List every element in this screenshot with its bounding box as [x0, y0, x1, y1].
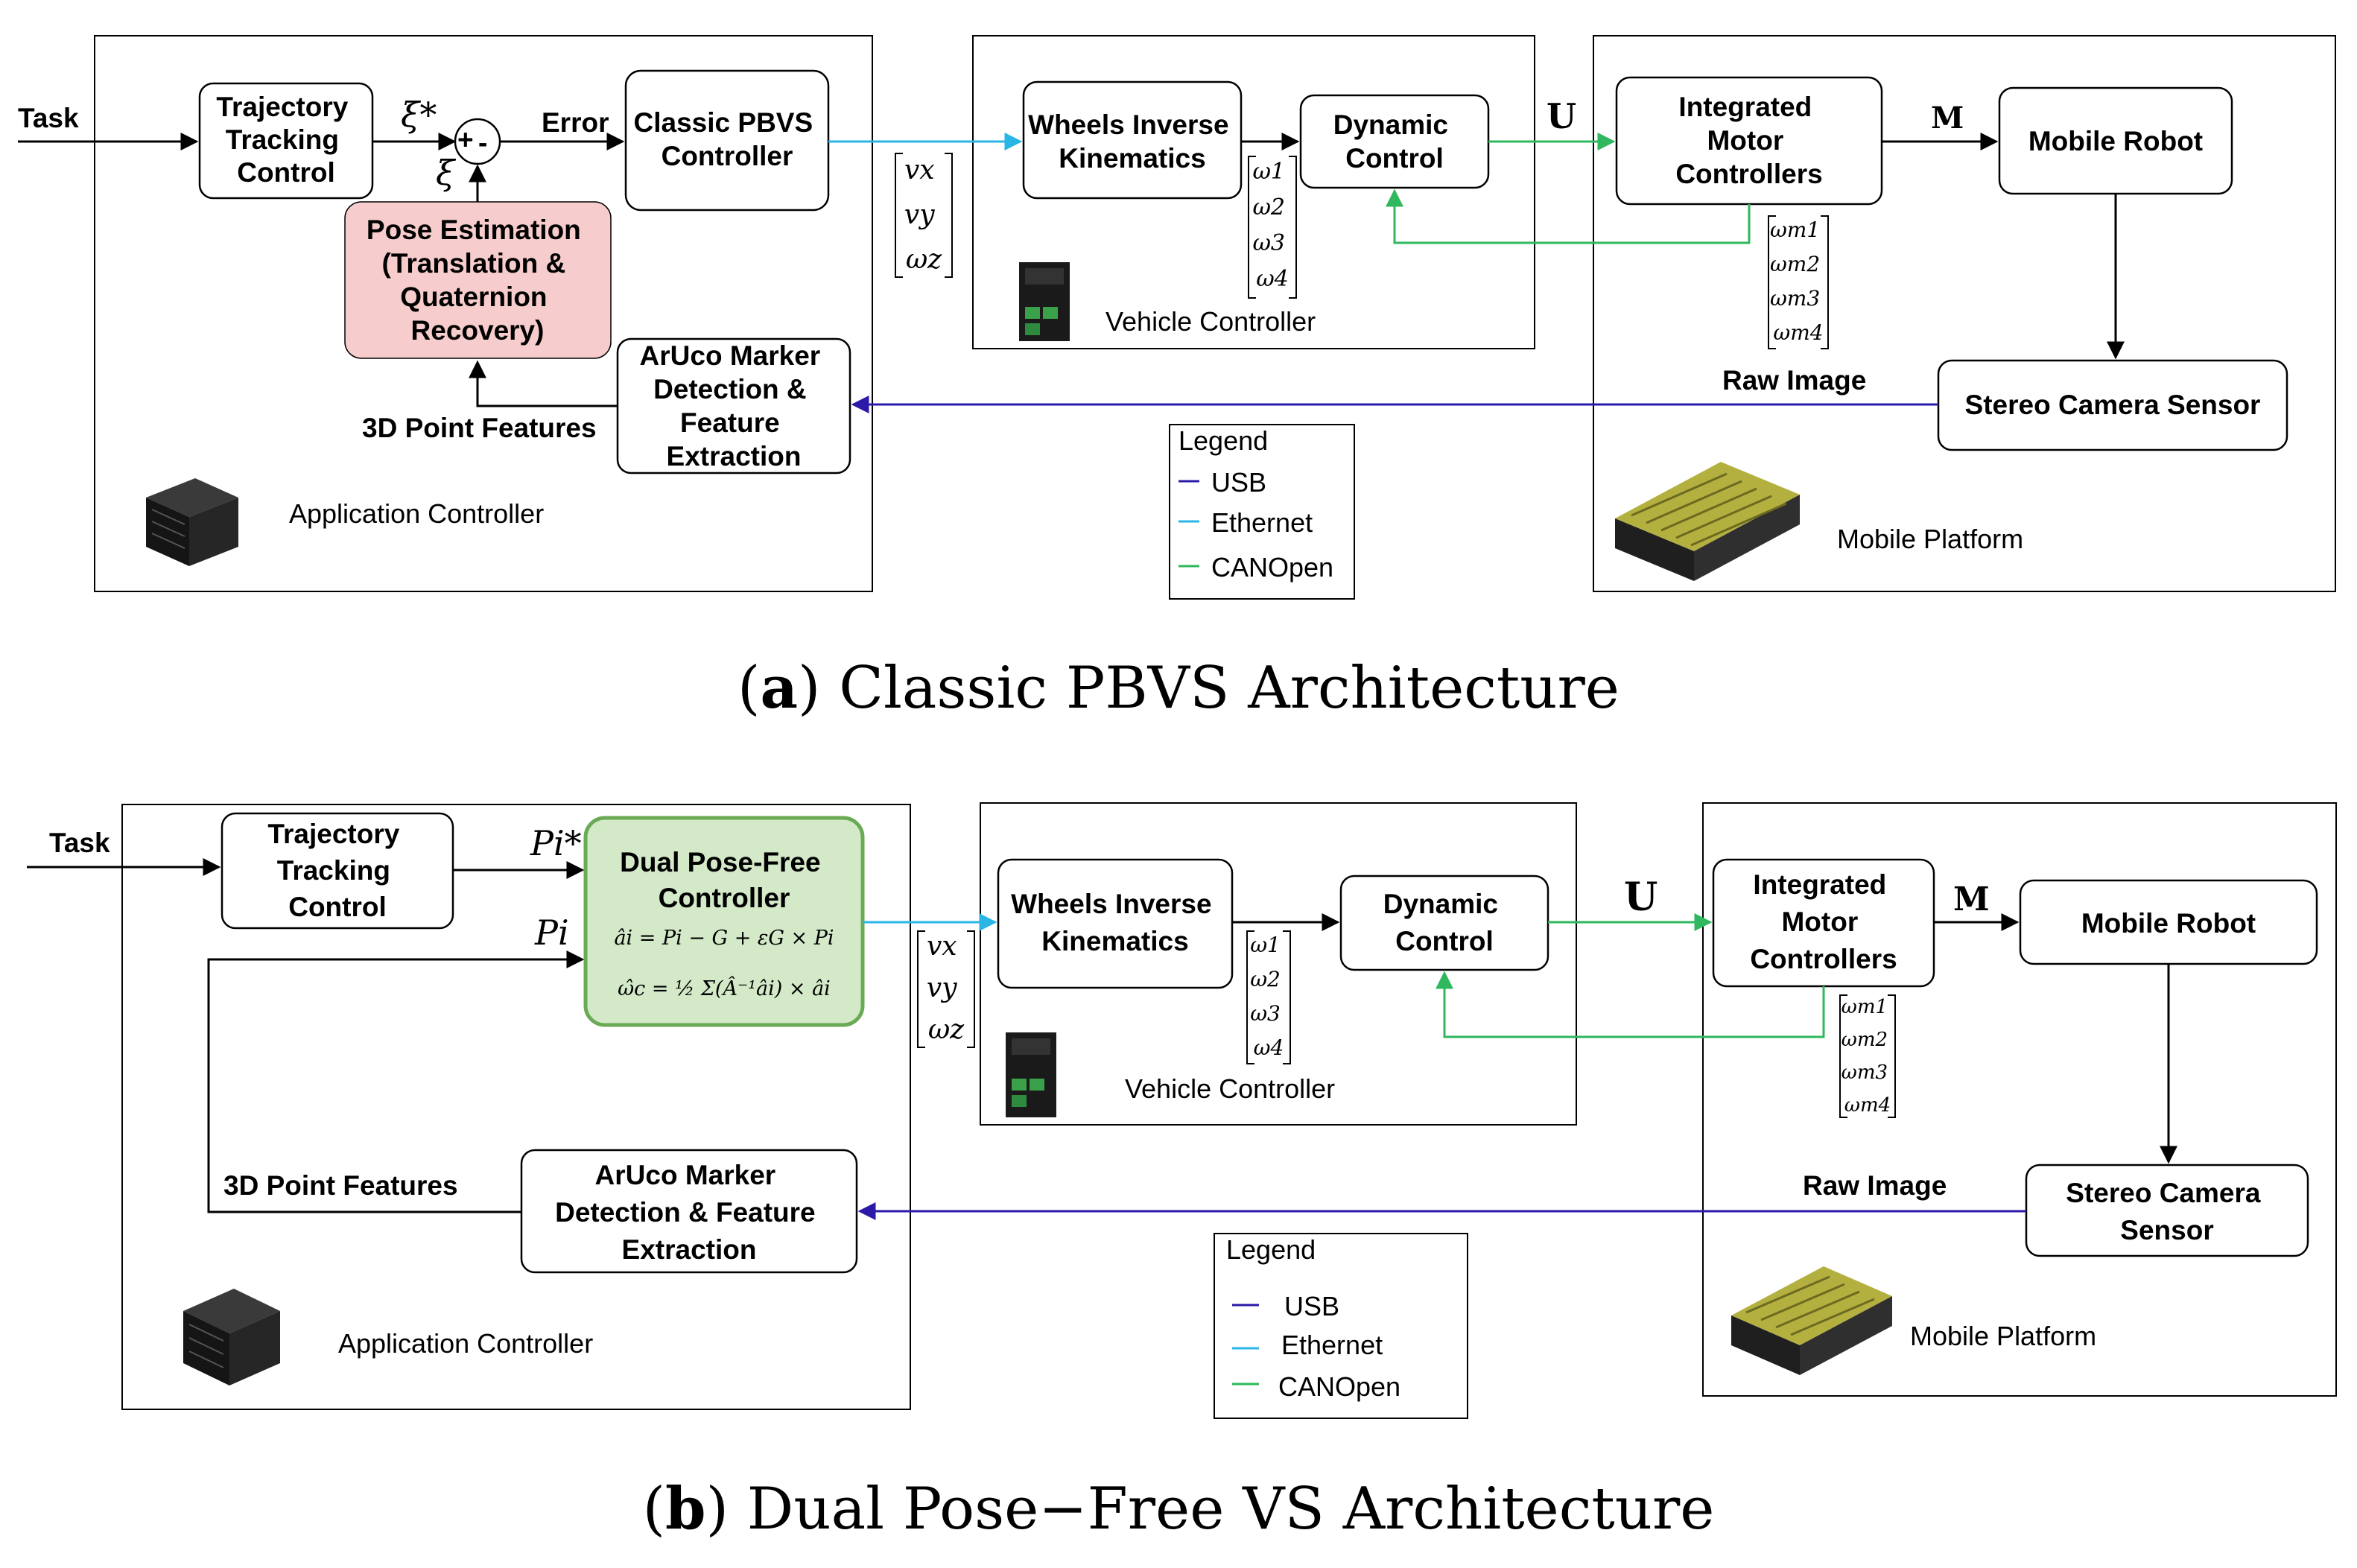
a-legend-ethernet: Ethernet: [1211, 507, 1313, 538]
a-omega-vector: ω1 ω2 ω3 ω4: [1248, 156, 1297, 299]
b-platform-container: [1702, 802, 2337, 1397]
a-xi-label: ξ: [436, 153, 457, 193]
b-omega-values: ω1 ω2 ω3 ω4: [1250, 933, 1287, 1060]
a-stereo-camera-label: Stereo Camera Sensor: [1965, 390, 2261, 420]
a-application-controller-icon: [146, 478, 238, 566]
a-mobile-platform-label: Mobile Platform: [1837, 524, 2023, 554]
b-aruco-box: [520, 1149, 858, 1274]
b-application-controller-icon: [183, 1289, 280, 1386]
a-raw-image-label: Raw Image: [1722, 365, 1866, 396]
a-dynamic-control-label: Dynamic Control: [1333, 109, 1456, 174]
a-classic-pbvs-label: Classic PBVS Controller: [634, 107, 821, 171]
b-omega-m-vector: ωm1 ωm2 ωm3 ωm4: [1839, 994, 1896, 1118]
b-vehicle-container: [980, 802, 1577, 1126]
b-wheels-ik-label: Wheels Inverse Kinematics: [1011, 889, 1219, 956]
b-integrated-motor-label: Integrated Motor Controllers: [1750, 869, 1897, 974]
b-features-label: 3D Point Features: [223, 1170, 458, 1201]
a-mobile-platform-icon: [1615, 462, 1800, 581]
a-sum-plus: +: [457, 124, 474, 155]
b-application-container: [121, 804, 911, 1410]
b-omega-vector: ω1 ω2 ω3 ω4: [1246, 930, 1291, 1064]
a-velocity-vector: vx vy ωz: [895, 153, 953, 278]
b-raw-image-label: Raw Image: [1803, 1170, 1947, 1201]
a-aruco-label: ArUco Marker Detection & Feature Extract…: [640, 340, 828, 472]
b-vehicle-controller-label: Vehicle Controller: [1125, 1073, 1335, 1104]
a-omega-values: ω1 ω2 ω3 ω4: [1252, 159, 1292, 292]
b-canopen-feedback-arrow: [1436, 971, 1825, 1038]
b-trajectory-label: Trajectory Tracking Control: [267, 819, 407, 922]
b-legend-canopen: CANOpen: [1278, 1371, 1400, 1402]
a-features-label: 3D Point Features: [362, 413, 597, 443]
a-features-arrow: [469, 360, 618, 407]
b-velocity-vector: vx vy ωz: [917, 930, 975, 1048]
a-velocity-values: vx vy ωz: [904, 155, 943, 275]
a-u-label: U: [1547, 96, 1576, 136]
b-feature-feedback-line: [207, 950, 585, 1213]
a-integrated-motor-label: Integrated Motor Controllers: [1675, 92, 1822, 189]
b-legend-title: Legend: [1226, 1234, 1316, 1265]
part-b: Task Trajectory Tracking Control Pi* Pi …: [27, 802, 2337, 1543]
a-legend: Legend USB Ethernet CANOpen: [1169, 424, 1355, 600]
b-omega-m-values: ωm1 ωm2 ωm3 ωm4: [1841, 996, 1894, 1117]
b-stereo-camera-label: Stereo Camera Sensor: [2066, 1178, 2268, 1245]
b-velocity-values: vx vy ωz: [927, 931, 965, 1045]
a-trajectory-label: Trajectory Tracking Control: [216, 92, 355, 188]
a-legend-canopen: CANOpen: [1211, 552, 1333, 583]
b-aruco-label: ArUco Marker Detection & Feature Extract…: [555, 1160, 823, 1265]
b-legend: Legend USB Ethernet CANOpen: [1214, 1233, 1468, 1419]
a-legend-usb: USB: [1211, 467, 1266, 498]
b-dual-controller-label: Dual Pose-Free Controller: [620, 847, 828, 913]
b-u-label: U: [1624, 875, 1657, 920]
a-vehicle-container: [972, 35, 1535, 349]
a-application-container: [94, 35, 873, 592]
b-application-controller-label: Application Controller: [338, 1328, 593, 1359]
b-p-star-label: Pi*: [530, 823, 582, 863]
a-mobile-robot-label: Mobile Robot: [2028, 126, 2203, 156]
a-omega-m-values: ωm1 ωm2 ωm3 ωm4: [1770, 218, 1827, 345]
b-equation-1: âi = Pi − G + εG × Pi: [614, 927, 834, 950]
a-task-label: Task: [18, 103, 79, 133]
a-wheels-ik-label: Wheels Inverse Kinematics: [1028, 109, 1237, 174]
a-omega-m-vector: ωm1 ωm2 ωm3 ωm4: [1768, 215, 1829, 349]
a-platform-container: [1593, 35, 2336, 592]
a-sum-minus: -: [478, 127, 487, 158]
a-wheels-ik-box: [1022, 80, 1243, 200]
b-m-label: M: [1953, 880, 1990, 918]
b-mobile-platform-icon: [1731, 1266, 1892, 1375]
a-legend-title: Legend: [1178, 425, 1268, 456]
a-m-label: M: [1931, 101, 1964, 136]
b-equation-2: ω̂c = ½ Σ(Â⁻¹âi) × âi: [618, 976, 831, 1000]
b-mobile-platform-label: Mobile Platform: [1910, 1321, 2096, 1351]
a-error-label: Error: [542, 107, 609, 138]
b-dynamic-control-label: Dynamic Control: [1383, 889, 1506, 956]
a-canopen-feedback-arrow: [1386, 188, 1751, 244]
a-xi-star-label: ξ*: [401, 95, 437, 135]
b-legend-usb: USB: [1284, 1291, 1339, 1321]
b-task-label: Task: [49, 828, 110, 858]
part-a: Task Trajectory Tracking Control ξ* + - …: [18, 35, 2336, 722]
b-vehicle-controller-icon: [1006, 1032, 1056, 1117]
b-wheels-ik-box: [997, 858, 1234, 989]
b-mobile-robot-label: Mobile Robot: [2081, 908, 2256, 939]
b-p-label: Pi: [534, 912, 569, 953]
a-vehicle-controller-label: Vehicle Controller: [1105, 306, 1316, 337]
b-legend-ethernet: Ethernet: [1281, 1330, 1383, 1360]
a-pose-estimation-label: Pose Estimation (Translation & Quaternio…: [367, 215, 589, 346]
a-vehicle-controller-icon: [1019, 262, 1070, 341]
b-caption: (b) Dual Pose−Free VS Architecture: [643, 1475, 1715, 1543]
a-application-controller-label: Application Controller: [289, 498, 544, 529]
a-caption: (a) Classic PBVS Architecture: [737, 654, 1620, 722]
